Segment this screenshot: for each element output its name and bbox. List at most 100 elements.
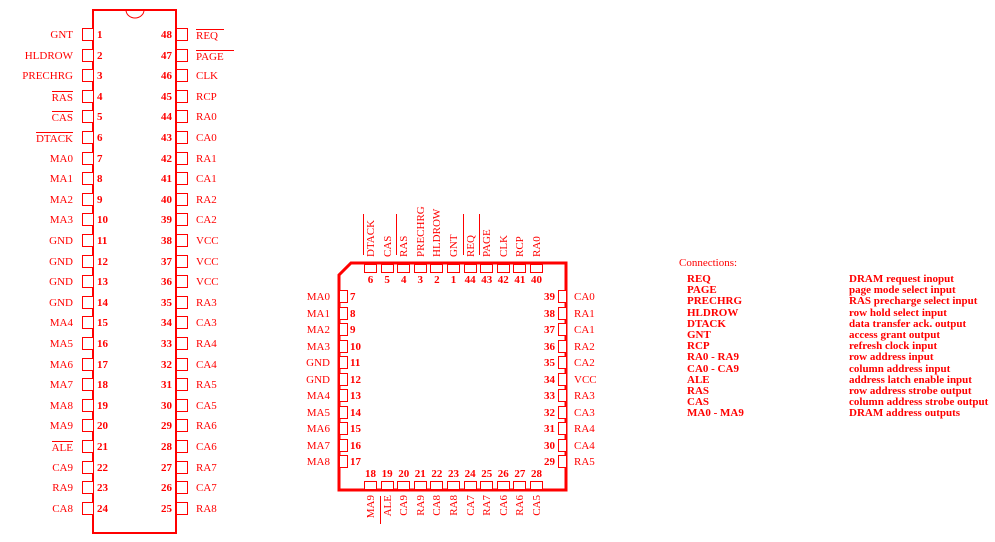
plcc-pin-label: RA8 [448, 495, 460, 516]
plcc-pin-pad [339, 306, 348, 320]
dip-pin-number: 48 [161, 29, 172, 41]
dip-pin-pad [176, 192, 188, 206]
plcc-pin-number: 15 [350, 423, 361, 435]
plcc-pin-number: 36 [544, 340, 555, 353]
connection-signal: RA0 - RA9 [687, 351, 739, 364]
dip-pin-pad [176, 501, 188, 515]
dip-pin-number: 4 [97, 90, 103, 103]
dip-pin-number: 26 [161, 482, 172, 495]
connection-description: RAS precharge select input [849, 295, 978, 308]
dip-pin-number: 18 [97, 379, 108, 392]
plcc-pin-number: 18 [365, 468, 376, 480]
dip-pin-number: 11 [97, 235, 108, 247]
dip-pin-pad [82, 275, 94, 289]
dip-pin-pad [176, 481, 188, 495]
connection-signal: RCP [687, 340, 710, 353]
connection-description: row hold select input [849, 306, 947, 319]
dip-pin-pad [82, 234, 94, 247]
plcc-pin-number: 41 [514, 274, 526, 286]
dip-pin-number: 37 [161, 255, 172, 268]
connection-signal: REQ [687, 273, 711, 285]
plcc-pin-number: 19 [381, 468, 393, 480]
dip-pin-number: 33 [161, 338, 172, 350]
dip-pin-pad [82, 501, 94, 515]
plcc-pin-number: 26 [497, 468, 509, 480]
plcc-pin-pad [430, 481, 444, 490]
plcc-pin-number: 44 [464, 274, 476, 286]
dip-pin-label: CA7 [196, 482, 217, 495]
dip-pin-pad [176, 110, 188, 124]
dip-pin-pad [176, 357, 188, 371]
dip-pin-number: 13 [97, 276, 108, 289]
dip-pin-number: 43 [161, 132, 172, 144]
dip-pin-number: 35 [161, 296, 172, 309]
connection-description: column address input [849, 362, 951, 375]
plcc-pin-label: RA1 [574, 307, 595, 320]
dip-pin-label: RA5 [196, 379, 217, 392]
dip-pin-pad [176, 295, 188, 309]
dip-pin-label: RA2 [196, 193, 217, 206]
dip-pin-label: MA3 [49, 214, 73, 227]
plcc-pin-label: CA5 [531, 495, 543, 516]
connection-description: address latch enable input [849, 373, 972, 386]
plcc-pin-label: RA3 [574, 390, 595, 402]
dip-pin-pad [82, 254, 94, 268]
dip-pin-number: 7 [97, 152, 103, 165]
dip-pin-number: 3 [97, 70, 103, 83]
dip-pin-label: MA5 [49, 338, 73, 350]
dip-pin-pad [176, 172, 188, 186]
dip-pin-pad [176, 213, 188, 227]
plcc-pin-pad [339, 389, 348, 402]
dip-pin-pad [82, 28, 94, 41]
plcc-pin-pad [480, 264, 494, 273]
dip-pin-label: VCC [196, 235, 219, 247]
dip-pin-number: 17 [97, 358, 108, 371]
dip-pin-label: CA5 [196, 399, 217, 412]
plcc-pin-label: MA3 [306, 340, 330, 353]
dip-pin-pad [82, 295, 94, 309]
dip-pin-pad [176, 28, 188, 41]
plcc-pin-pad [530, 481, 543, 490]
plcc-pin-label: RAS [398, 235, 411, 257]
dip-pin-label: MA1 [49, 173, 73, 186]
plcc-pin-number: 16 [350, 439, 361, 452]
plcc-pin-pad [558, 372, 567, 386]
plcc-pin-label: RA0 [531, 236, 543, 257]
dip-pin-label: RA3 [196, 296, 217, 309]
connection-signal: HLDROW [687, 306, 739, 319]
dip-pin-label: RA0 [196, 111, 217, 124]
dip-pin-pad [176, 440, 188, 453]
dip-pin-label: GND [49, 276, 73, 289]
plcc-pin-number: 10 [350, 340, 361, 353]
dip-pin-pad [82, 481, 94, 495]
plcc-pin-pad [558, 339, 567, 353]
plcc-pin-label: CA1 [574, 324, 595, 336]
dip-pin-label: RA4 [196, 338, 217, 350]
dip-pin-number: 9 [97, 193, 103, 206]
plcc-pin-pad [496, 264, 510, 273]
dip-notch-icon [125, 10, 145, 19]
dip-pin-number: 15 [97, 317, 108, 330]
plcc-pin-label: PRECHRG [414, 206, 427, 257]
dip-pin-number: 23 [97, 482, 108, 495]
dip-pin-number: 42 [161, 152, 172, 165]
dip-pin-label: CA9 [52, 461, 73, 474]
dip-pin-label: CLK [196, 70, 218, 83]
dip-pin-label: GND [49, 255, 73, 268]
plcc-pin-number: 22 [431, 468, 443, 480]
plcc-pin-pad [339, 372, 348, 386]
plcc-pin-number: 23 [448, 468, 459, 480]
dip-pin-pad [82, 172, 94, 186]
dip-pin-pad [82, 398, 94, 412]
dip-pin-pad [176, 460, 188, 474]
dip-pin-label: CA2 [196, 214, 217, 227]
dip-pin-pad [176, 398, 188, 412]
plcc-pin-label: REQ [464, 235, 477, 257]
connection-description: DRAM request inoput [849, 273, 954, 285]
dip-pin-pad [82, 69, 94, 83]
connection-description: row address input [849, 351, 934, 364]
plcc-pin-number: 30 [544, 439, 555, 452]
connection-description: column address strobe output [849, 396, 989, 409]
dip-pin-label: DTACK [35, 132, 73, 145]
dip-pin-number: 39 [161, 214, 172, 227]
